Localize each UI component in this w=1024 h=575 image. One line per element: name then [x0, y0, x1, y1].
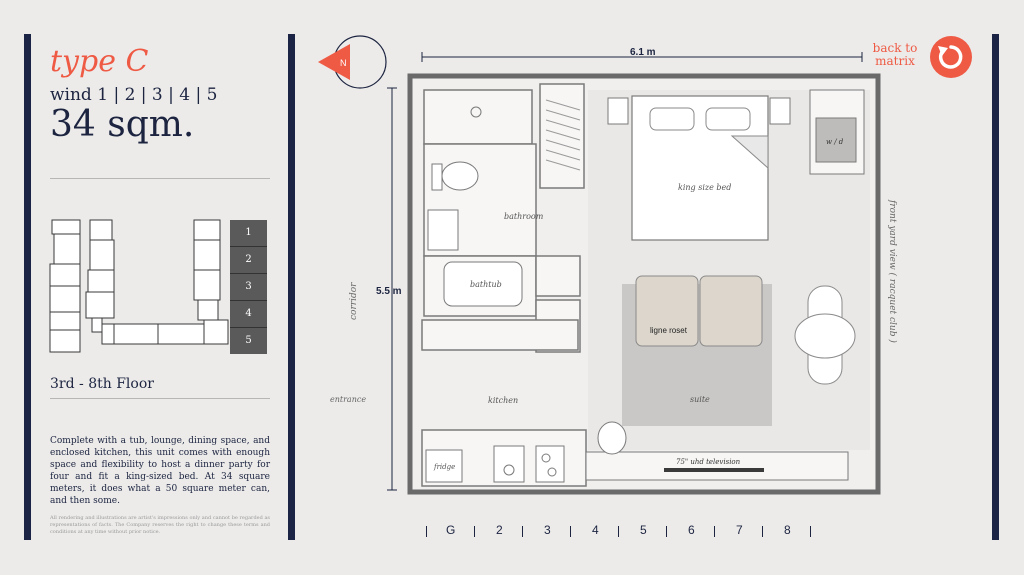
floor-6-link[interactable]: 6 [688, 523, 695, 537]
bed-label: king size bed [678, 183, 731, 192]
compass-north-label: N [340, 58, 347, 68]
floor-4-link[interactable]: 4 [592, 523, 599, 537]
floor-separator [666, 526, 667, 537]
bathtub-label: bathtub [470, 280, 502, 289]
entrance-label: entrance [330, 395, 366, 404]
left-border-bar [24, 34, 31, 540]
floor-separator [618, 526, 619, 537]
wind-list: wind 1 | 2 | 3 | 4 | 5 [50, 85, 218, 105]
height-dimension: 5.5 m [376, 286, 402, 297]
floor-separator [474, 526, 475, 537]
front-yard-label: front yard view ( racquet club ) [887, 199, 898, 343]
unit-type-title: type C [50, 44, 149, 79]
unit-description: Complete with a tub, lounge, dining spac… [50, 436, 270, 506]
unit-area: 34 sqm. [50, 104, 195, 145]
floor-7-link[interactable]: 7 [736, 523, 743, 537]
right-border-bar [992, 34, 999, 540]
floor-navigation: G 2 3 4 5 6 7 8 [416, 523, 824, 541]
wind-3-button[interactable]: 3 [230, 274, 267, 301]
divider [50, 398, 270, 399]
wind-1-button[interactable]: 1 [230, 220, 267, 247]
floor-2-link[interactable]: 2 [496, 523, 503, 537]
wd-label: w / d [826, 138, 844, 146]
floor-separator [522, 526, 523, 537]
fridge-label: fridge [433, 463, 455, 471]
building-key-plan [49, 219, 229, 353]
brand-label: ligne roset [650, 326, 688, 335]
bathroom-label: bathroom [504, 212, 544, 221]
wind-selector: 1 2 3 4 5 [230, 220, 267, 354]
floor-separator [810, 526, 811, 537]
floor-separator [714, 526, 715, 537]
floor-range: 3rd - 8th Floor [50, 376, 154, 392]
floor-3-link[interactable]: 3 [544, 523, 551, 537]
compass: N [318, 35, 387, 89]
width-dimension: 6.1 m [630, 47, 656, 58]
refresh-icon [938, 45, 963, 69]
left-divider-bar [288, 34, 295, 540]
suite-label: suite [690, 395, 710, 404]
wind-5-button[interactable]: 5 [230, 328, 267, 354]
floor-separator [426, 526, 427, 537]
disclaimer: All rendering and illustrations are arti… [50, 515, 270, 535]
floor-5-link[interactable]: 5 [640, 523, 647, 537]
corridor-label: corridor [349, 282, 359, 320]
floor-separator [762, 526, 763, 537]
floor-8-link[interactable]: 8 [784, 523, 791, 537]
floor-separator [570, 526, 571, 537]
floor-G-link[interactable]: G [446, 523, 456, 537]
back-to-matrix-link[interactable]: back to matrix [872, 41, 918, 68]
kitchen-label: kitchen [488, 396, 518, 405]
wind-2-button[interactable]: 2 [230, 247, 267, 274]
tv-label: 75" uhd television [676, 458, 741, 466]
wind-4-button[interactable]: 4 [230, 301, 267, 328]
divider [50, 178, 270, 179]
back-to-matrix-button[interactable] [930, 36, 972, 78]
